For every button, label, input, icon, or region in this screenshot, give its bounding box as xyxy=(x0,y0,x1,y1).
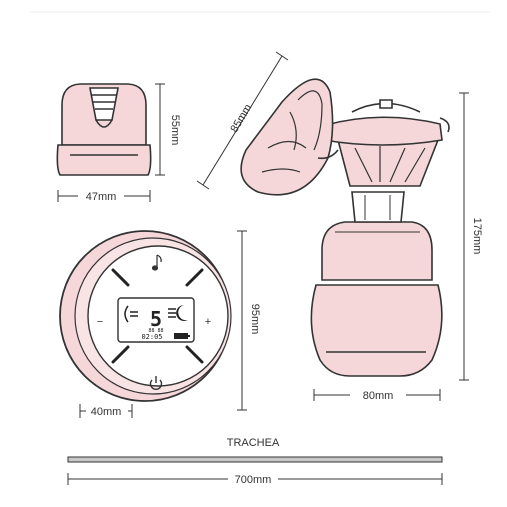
base-height-label: 55mm xyxy=(169,115,181,146)
lcd-moon-icon xyxy=(176,305,188,321)
music-note-icon[interactable] xyxy=(151,254,162,271)
tube-length-label: 700mm xyxy=(235,474,272,486)
plus-button[interactable]: + xyxy=(205,316,211,328)
breast-pump xyxy=(240,78,450,377)
lcd-battery-icon xyxy=(174,333,190,339)
power-icon[interactable] xyxy=(149,376,163,390)
air-tube xyxy=(67,456,443,463)
lcd-suction-icon xyxy=(168,308,176,318)
controller-depth-dimension xyxy=(79,404,133,418)
tube-label: TRACHEA xyxy=(227,437,280,449)
lcd-timer-readout: 02:05 xyxy=(141,333,162,341)
minus-button[interactable]: − xyxy=(97,316,103,328)
controller-height-dimension xyxy=(237,230,247,411)
pump-height-label: 175mm xyxy=(471,218,483,255)
base-height-dimension xyxy=(155,83,165,176)
base-width-label: 47mm xyxy=(86,191,117,203)
base-unit xyxy=(56,83,152,176)
pump-width-dimension xyxy=(313,389,441,401)
lcd-level-digit: 5 xyxy=(150,307,162,331)
pump-height-dimension xyxy=(459,92,469,381)
flange-diameter-dimension xyxy=(196,51,289,190)
lcd-massage-icon xyxy=(124,305,138,323)
controller-depth-label: 40mm xyxy=(91,406,122,418)
lcd-code-readout: 88 88 xyxy=(148,328,163,334)
tube-length-dimension xyxy=(67,473,443,485)
pump-width-label: 80mm xyxy=(363,390,394,402)
controller-height-label: 95mm xyxy=(249,304,261,335)
base-width-dimension xyxy=(57,190,151,202)
flange-diameter-label: 85mm xyxy=(228,102,254,134)
